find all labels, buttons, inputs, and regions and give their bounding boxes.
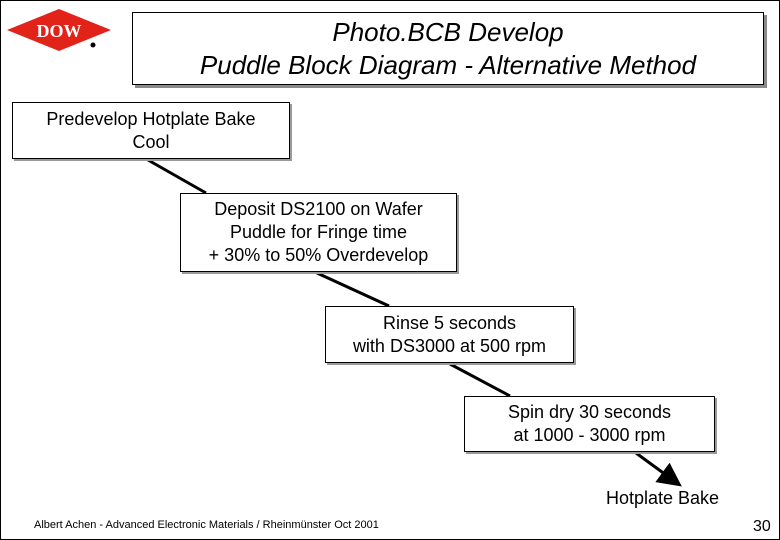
title-line-2: Puddle Block Diagram - Alternative Metho… [199,49,697,80]
page-number: 30 [753,518,771,535]
title-line-1: Photo.BCB Develop [332,16,564,47]
dow-logo-diamond [7,9,111,51]
connector-4-5-arrow [635,451,682,487]
title-box: Photo.BCB Develop Puddle Block Diagram -… [132,12,764,85]
step-box-rinse: Rinse 5 seconds with DS3000 at 500 rpm [325,306,574,363]
step-1-line-2: Cool [132,131,170,152]
step-3-line-2: with DS3000 at 500 rpm [352,335,547,356]
connector-1-2 [147,158,207,195]
step-3-line-1: Rinse 5 seconds [382,312,517,333]
dow-logo: DOW [7,9,111,51]
connector-3-4 [449,362,511,398]
step-box-deposit: Deposit DS2100 on Wafer Puddle for Fring… [180,193,457,272]
step-box-predevelop: Predevelop Hotplate Bake Cool [12,102,290,159]
step-4-line-1: Spin dry 30 seconds [507,402,672,422]
dow-logo-text: DOW [37,21,82,41]
step-box-spin-dry: Spin dry 30 seconds at 1000 - 3000 rpm [464,396,715,452]
connector-2-3 [316,271,390,308]
registered-mark-icon [90,42,96,48]
step-1-line-1: Predevelop Hotplate Bake [46,108,256,129]
step-4-line-2: at 1000 - 3000 rpm [513,425,666,445]
step-2-line-3: + 30% to 50% Overdevelop [208,245,429,265]
step-label-hotplate-bake: Hotplate Bake [606,488,720,508]
footer-credit: Albert Achen - Advanced Electronic Mater… [34,519,379,531]
step-2-line-1: Deposit DS2100 on Wafer [214,199,423,219]
step-2-line-2: Puddle for Fringe time [229,222,408,242]
